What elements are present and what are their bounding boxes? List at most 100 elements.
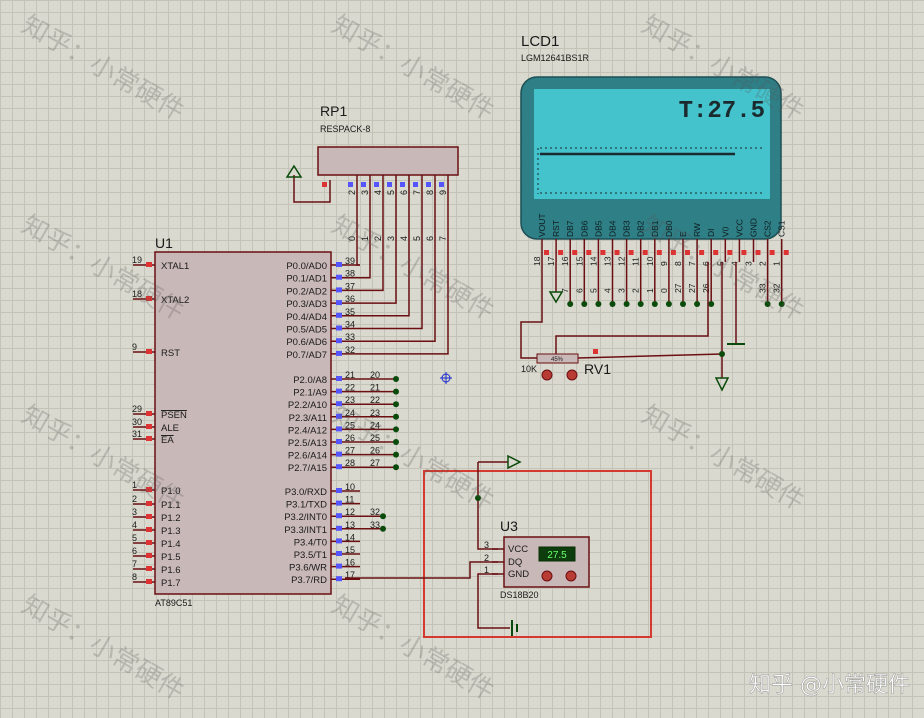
- respack-pin-number: 6: [399, 190, 409, 195]
- pin-marker: [769, 250, 775, 255]
- pin-marker: [336, 426, 342, 432]
- potentiometer-decrease-button[interactable]: [541, 369, 553, 381]
- mcu-pin-name: P3.0/RXD: [285, 487, 327, 498]
- net-label: 24: [370, 420, 380, 430]
- pin-marker: [400, 182, 405, 187]
- pin-marker: [146, 540, 152, 545]
- pin-marker: [572, 250, 578, 255]
- pin-marker: [426, 182, 431, 187]
- mcu-pin-name: P2.3/A11: [289, 413, 327, 424]
- lcd-pin-number: 4: [729, 261, 739, 266]
- mcu-pin-name: P1.0: [161, 486, 181, 497]
- lcd-pin-name: VOUT: [537, 213, 547, 237]
- net-label: 23: [370, 408, 380, 418]
- lcd-module[interactable]: LCD1 LGM12641BS1R T:27.5 VOUT18RST17DB71…: [520, 33, 789, 307]
- mcu-pin-number: 22: [345, 383, 355, 393]
- net-label: 22: [370, 395, 380, 405]
- pin-marker: [336, 525, 342, 531]
- mcu-pin-name: P3.1/TXD: [286, 500, 327, 511]
- potentiometer-increase-button[interactable]: [566, 369, 578, 381]
- bus-wire: [360, 185, 371, 279]
- pin-marker: [336, 551, 342, 556]
- net-terminal: [680, 301, 686, 307]
- potentiometer-body[interactable]: [536, 353, 579, 364]
- sensor-decrease-button[interactable]: [541, 570, 553, 582]
- lcd-pin-number: 14: [588, 256, 598, 266]
- cursor-crosshair-icon: [440, 372, 452, 384]
- mcu-pin-name: P0.2/AD2: [286, 286, 327, 297]
- lcd-pin-number: 6: [701, 261, 711, 266]
- lcd-pin-name: RST: [551, 220, 561, 237]
- mcu-pin-name: P0.0/AD0: [286, 261, 327, 272]
- mcu-pin-name: P2.2/A10: [288, 400, 327, 411]
- pin-marker: [600, 250, 606, 255]
- mcu-pin-number: 10: [345, 482, 355, 492]
- mcu-pin-name: P3.4/T0: [294, 537, 327, 548]
- respack-part: RESPACK-8: [320, 124, 370, 134]
- bus-wire: [360, 185, 423, 330]
- net-terminal: [651, 301, 658, 307]
- sensor-ref: U3: [500, 518, 518, 534]
- pin-marker: [439, 182, 444, 187]
- pin-marker: [336, 500, 342, 506]
- mcu-pin-number: 39: [345, 256, 355, 266]
- net-terminal: [393, 388, 399, 395]
- pin-marker: [336, 300, 342, 306]
- mcu-pin-number: 17: [345, 570, 355, 580]
- mcu-body[interactable]: [154, 251, 332, 595]
- mcu-ref: U1: [155, 235, 173, 251]
- mcu-pin-number: 26: [345, 433, 355, 443]
- mcu-pin-number: 9: [132, 342, 137, 352]
- lcd-pin-name: DB1: [650, 220, 660, 237]
- pin-marker: [146, 349, 152, 354]
- pin-marker: [146, 566, 152, 571]
- mcu-pin-name: P2.1/A9: [293, 388, 327, 399]
- lcd-pin-name: DB6: [579, 220, 589, 237]
- pin-marker: [336, 439, 342, 444]
- mcu-pin-number: 36: [345, 294, 355, 304]
- watermark-text: 知乎：小常硬件: [637, 400, 810, 517]
- mcu-pin-name: P0.5/AD5: [286, 325, 327, 336]
- ground-arrow-icon: [548, 291, 564, 304]
- bus-label: 5: [412, 236, 422, 241]
- respack-body[interactable]: [317, 146, 459, 176]
- pin-marker: [685, 250, 690, 255]
- bus-label: 7: [438, 236, 448, 241]
- net-terminal: [694, 301, 701, 307]
- mcu-pin-name: P2.0/A8: [293, 375, 327, 386]
- net-label: 20: [370, 370, 380, 380]
- lcd-pin-number: 17: [546, 256, 556, 266]
- sensor-pin-number: 1: [484, 565, 489, 575]
- bus-label: 3: [386, 236, 396, 241]
- sensor-wiring: [345, 454, 522, 636]
- net-terminal: [567, 301, 574, 307]
- mcu-pin-number: 23: [345, 395, 355, 405]
- pin-marker: [348, 182, 353, 187]
- potentiometer-rv1[interactable]: 45% 10K RV1: [521, 349, 611, 381]
- pin-marker: [413, 182, 418, 187]
- net-terminal: [708, 301, 715, 307]
- sensor-increase-button[interactable]: [565, 570, 577, 582]
- mcu-pin-name: P2.7/A15: [288, 463, 327, 474]
- pin-marker: [586, 250, 592, 255]
- lcd-pin-name: CS1: [777, 220, 787, 237]
- bus-wire: [360, 185, 436, 342]
- sensor-readout-box: [538, 546, 576, 562]
- mcu-pin-number: 28: [345, 458, 355, 468]
- net-label: 26: [370, 446, 380, 456]
- mcu-pin-name: RST: [161, 348, 180, 359]
- mcu-pin-number: 14: [345, 532, 355, 542]
- respack-pin-number: 3: [360, 190, 370, 195]
- pin-marker: [146, 424, 152, 429]
- corner-watermark: 知乎 @小常硬件: [749, 673, 910, 698]
- mcu-u1[interactable]: U1 AT89C51 19XTAL118XTAL29RST29PSEN30ALE…: [132, 185, 449, 608]
- lcd-pin-number: 3: [744, 261, 754, 266]
- pin-marker: [387, 182, 392, 187]
- mcu-pin-number: 7: [132, 559, 137, 569]
